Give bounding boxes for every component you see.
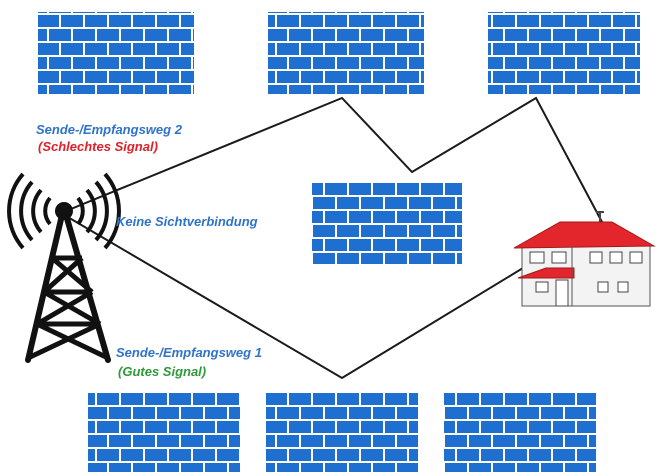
no-line-of-sight-label: Keine Sichtverbindung	[116, 214, 258, 229]
brick-wall-icon	[444, 392, 596, 472]
radio-tower-icon	[9, 174, 119, 360]
path1-label: Sende-/Empfangsweg 1	[116, 345, 262, 360]
path2-label: Sende-/Empfangsweg 2	[36, 122, 182, 137]
brick-wall-icon	[266, 392, 418, 472]
brick-wall-icon	[38, 12, 194, 94]
brick-wall-icon	[312, 182, 462, 264]
path2-quality-label: (Schlechtes Signal)	[38, 139, 158, 154]
brick-wall-icon	[488, 12, 640, 94]
brick-wall-icon	[88, 392, 240, 472]
house-icon	[514, 212, 654, 306]
path1-quality-label: (Gutes Signal)	[118, 364, 206, 379]
brick-wall-icon	[268, 12, 424, 94]
